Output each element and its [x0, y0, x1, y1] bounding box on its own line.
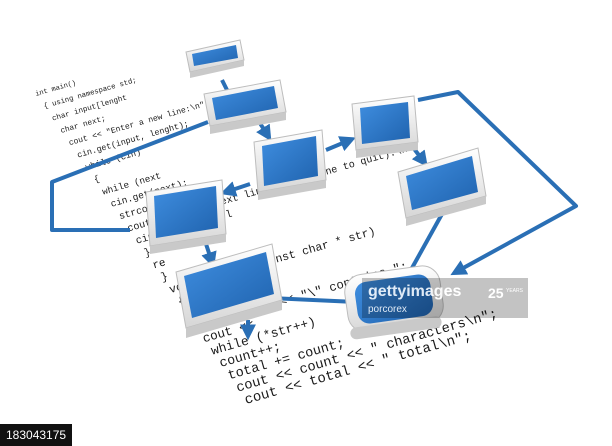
- code-line: }: [160, 271, 170, 284]
- flowchart-box-end: [344, 265, 444, 340]
- code-line: re: [151, 257, 167, 272]
- connector-decision-to-left: [219, 181, 251, 197]
- flowchart-box-right: [351, 95, 419, 158]
- watermark-brand: gettyimages: [368, 283, 461, 300]
- connector-left-loop: [50, 120, 209, 232]
- flowchart-box-lower-right: [397, 147, 487, 226]
- connector-decision-to-right: [325, 136, 356, 152]
- watermark-badge-suffix: YEARS: [506, 288, 524, 294]
- flowchart-box-decision: [253, 129, 327, 200]
- code-line: {: [93, 174, 101, 185]
- watermark: gettyimages porcorex 25 YEARS: [362, 278, 528, 318]
- flowchart-box-start: [203, 79, 287, 134]
- flowchart-box-large: [175, 243, 283, 338]
- code-listing: int main(){ using namespace std; char in…: [35, 77, 500, 409]
- image-id-label: 183043175: [0, 424, 73, 446]
- watermark-credit: porcorex: [368, 304, 407, 315]
- connector-left-to-big: [201, 243, 217, 269]
- connector-right-loop: [417, 90, 578, 276]
- watermark-badge: 25: [488, 285, 504, 301]
- connector-lower-right-to-end: [410, 213, 444, 269]
- flowchart-box-top: [185, 39, 245, 78]
- flowchart-box-left: [145, 179, 227, 254]
- code-line: }: [143, 247, 152, 260]
